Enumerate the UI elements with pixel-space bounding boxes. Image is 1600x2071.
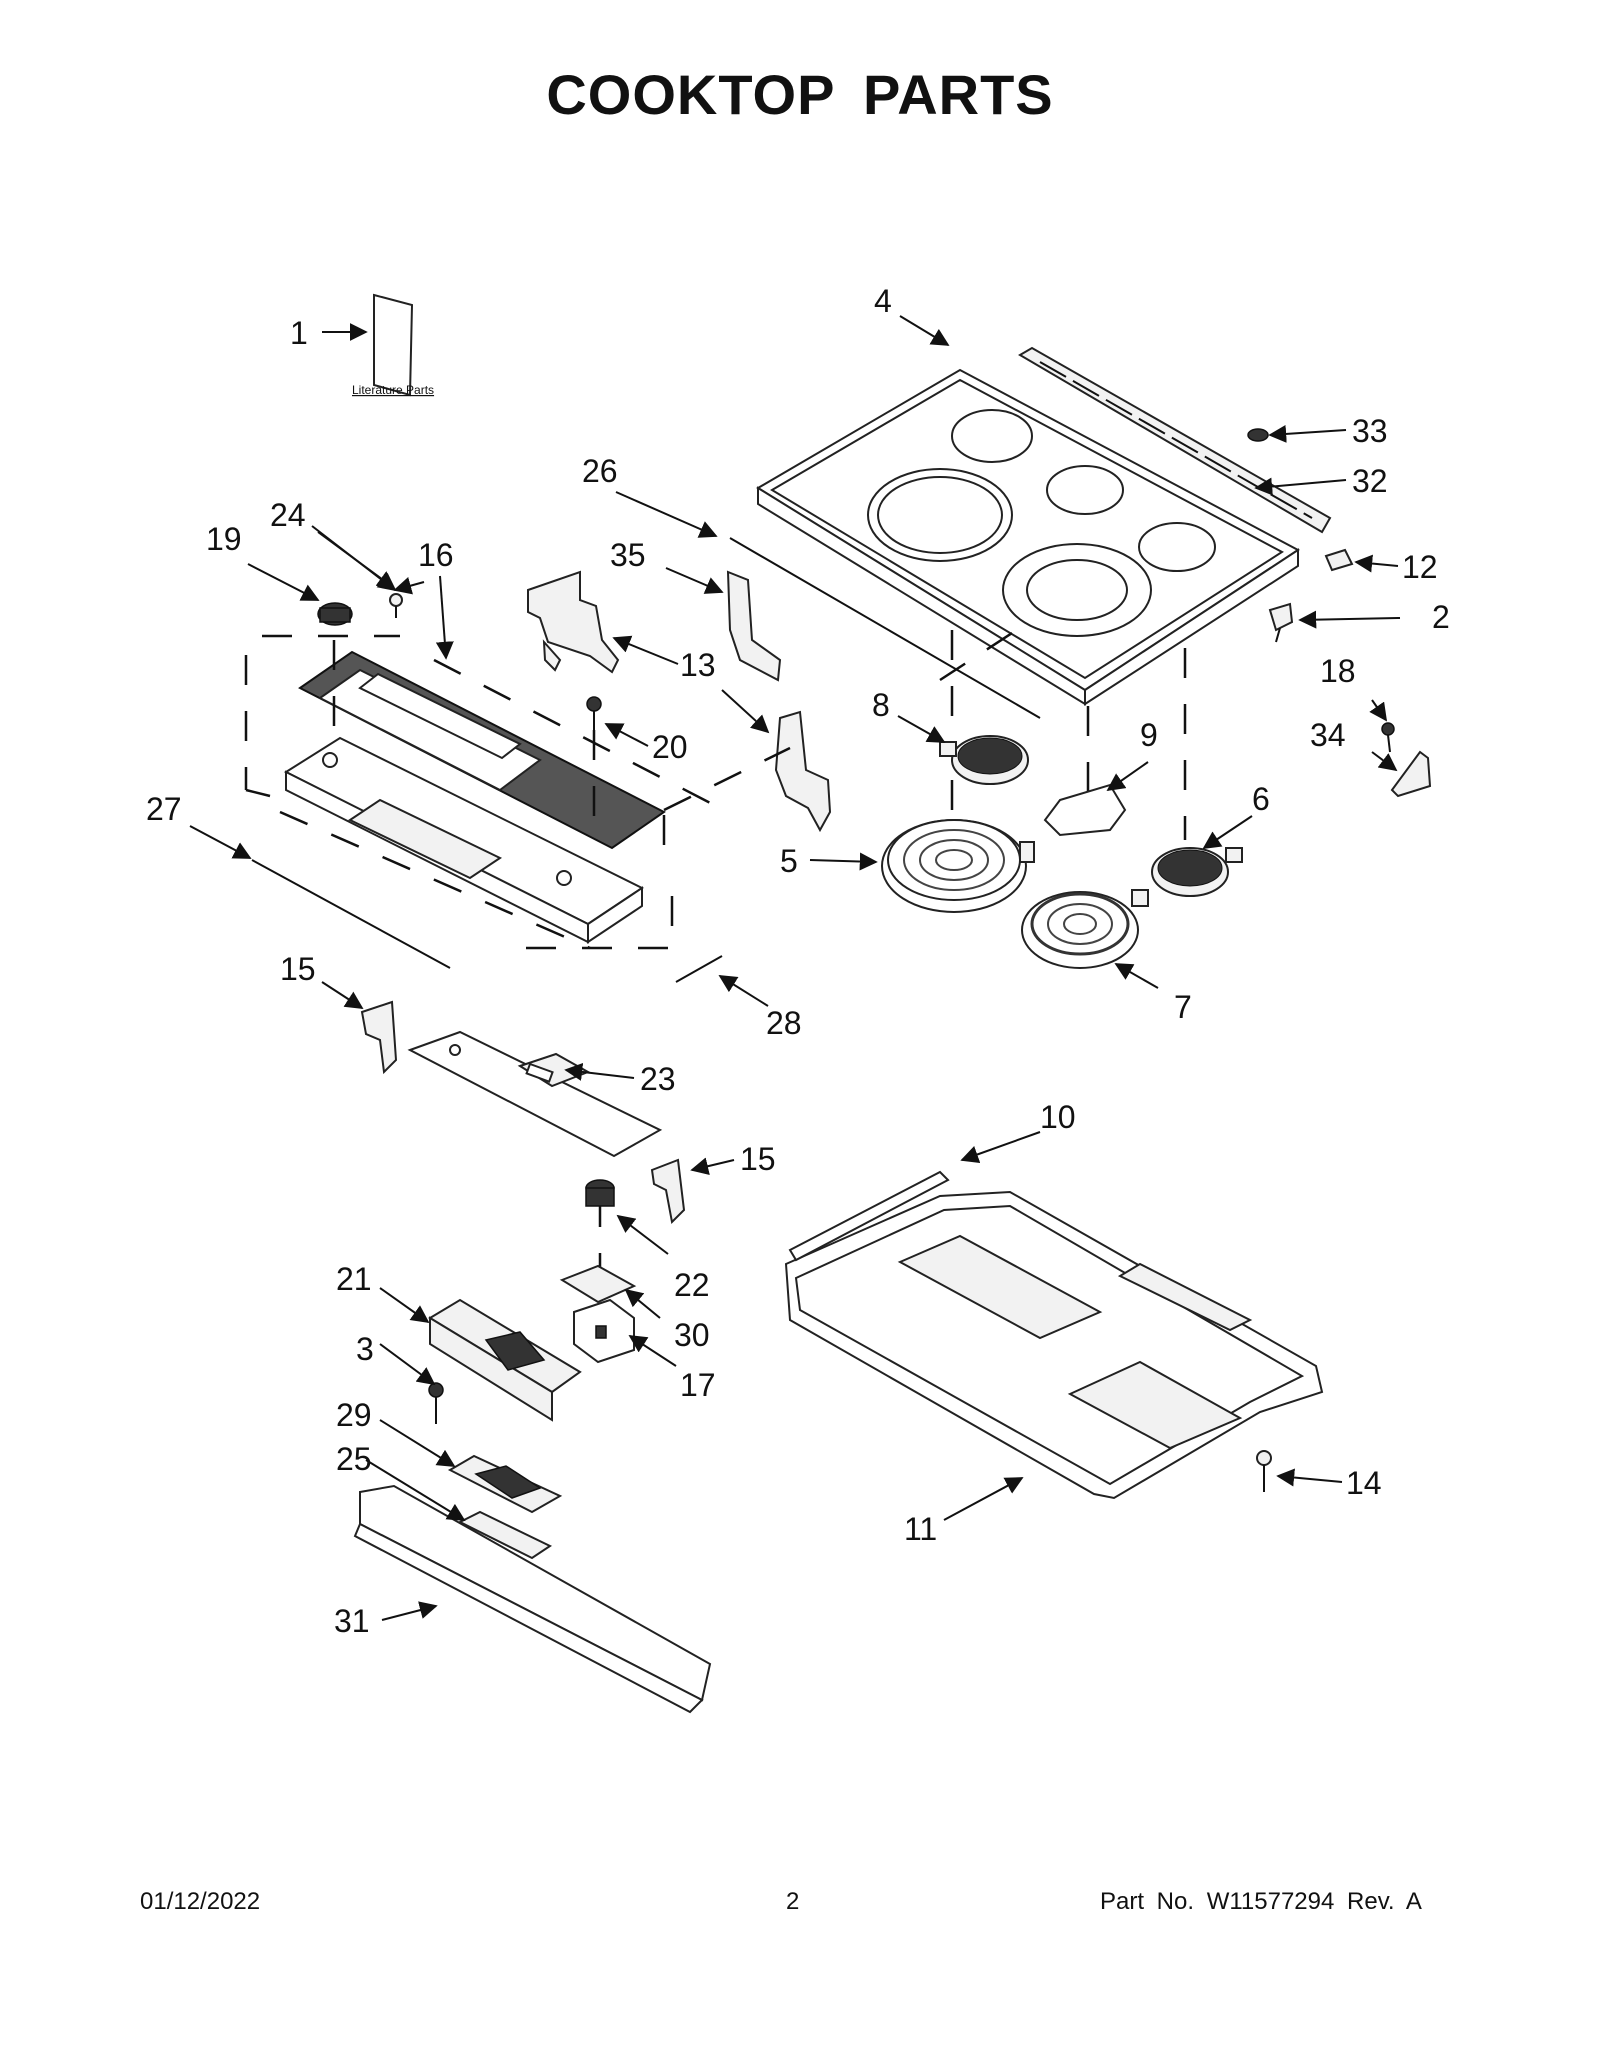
board-part-29	[447, 1454, 563, 1514]
callout-13: 13	[680, 647, 716, 683]
screw-part-18	[1381, 722, 1395, 753]
rod-part-27	[251, 859, 451, 969]
callout-21: 21	[336, 1261, 372, 1297]
strip-part-26	[729, 537, 1041, 719]
leader-lines	[189, 315, 1401, 1621]
callout-14: 14	[1346, 1465, 1382, 1501]
callout-20: 20	[652, 729, 688, 765]
screw-part-3	[428, 1382, 444, 1424]
bracket-part-15-left	[360, 1000, 398, 1075]
footer-page-number: 2	[786, 1888, 800, 1915]
callout-11: 11	[904, 1511, 937, 1547]
callout-2: 2	[1432, 599, 1450, 635]
callout-5: 5	[780, 843, 798, 879]
spacer-part-22	[585, 1179, 615, 1207]
callout-32: 32	[1352, 463, 1388, 499]
clip-part-12	[1324, 548, 1354, 572]
switch-part-2	[1268, 602, 1294, 643]
callout-23: 23	[640, 1061, 676, 1097]
callout-31: 31	[334, 1603, 370, 1639]
callout-8: 8	[872, 687, 890, 723]
bracket-part-25	[457, 1510, 553, 1560]
literature-part-1: Literature Parts	[352, 293, 434, 397]
callout-30: 30	[674, 1317, 710, 1353]
control-bracket-part-23	[407, 1030, 663, 1158]
callout-18: 18	[1320, 653, 1356, 689]
switch-part-17	[573, 1298, 635, 1364]
literature-parts-label: Literature Parts	[352, 383, 434, 397]
callout-15-left: 15	[280, 951, 316, 987]
surface-element-part-7	[1021, 889, 1149, 969]
callout-9: 9	[1140, 717, 1158, 753]
control-board-part-21	[428, 1298, 582, 1422]
callout-1: 1	[290, 315, 308, 351]
callout-6: 6	[1252, 781, 1270, 817]
callout-3: 3	[356, 1331, 374, 1367]
callout-27: 27	[146, 791, 182, 827]
surface-element-part-6	[1151, 847, 1243, 897]
callout-15-right: 15	[740, 1141, 776, 1177]
screw-part-14	[1256, 1450, 1272, 1492]
callout-29: 29	[336, 1397, 372, 1433]
bracket-part-34	[1390, 750, 1432, 798]
callout-7: 7	[1174, 989, 1192, 1025]
surface-element-part-8	[939, 735, 1029, 785]
front-panel-part-31	[353, 1484, 712, 1714]
bracket-part-13-right	[774, 710, 832, 833]
callout-28: 28	[766, 1005, 802, 1041]
callout-34: 34	[1310, 717, 1346, 753]
knob-part-19	[317, 602, 353, 626]
base-pan-part-10-11	[784, 1170, 1324, 1500]
screw-part-24	[389, 593, 403, 618]
surface-element-part-5	[881, 819, 1035, 913]
footer-date: 01/12/2022	[140, 1888, 261, 1915]
control-console-body	[283, 736, 644, 944]
page-title: COOKTOP PARTS	[546, 63, 1054, 126]
callout-numbers: 1 2 3 4 5 6 7 8 9 10 11 12 13 14 15 15 1…	[146, 283, 1450, 1639]
callout-26: 26	[582, 453, 618, 489]
grommet-part-33	[1247, 428, 1269, 442]
bracket-part-35	[726, 570, 782, 682]
callout-24: 24	[270, 497, 306, 533]
callout-19: 19	[206, 521, 242, 557]
callout-16: 16	[418, 537, 454, 573]
pad-part-30	[559, 1264, 637, 1304]
callout-17: 17	[680, 1367, 716, 1403]
footer-part-number: Part No. W11577294 Rev. A	[1100, 1888, 1422, 1915]
ring-part-9	[1043, 783, 1127, 837]
seal-part-28	[675, 955, 723, 983]
callout-4: 4	[874, 283, 892, 319]
callout-12: 12	[1402, 549, 1438, 585]
bracket-part-13-left	[527, 570, 620, 674]
callout-22: 22	[674, 1267, 710, 1303]
callout-25: 25	[336, 1441, 372, 1477]
screw-part-20	[586, 696, 602, 730]
callout-35: 35	[610, 537, 646, 573]
callout-10: 10	[1040, 1099, 1076, 1135]
cooktop-glass-part-4	[756, 368, 1300, 706]
rear-trim-part-32	[1018, 346, 1332, 534]
bracket-part-15-right	[650, 1158, 686, 1225]
callout-33: 33	[1352, 413, 1388, 449]
